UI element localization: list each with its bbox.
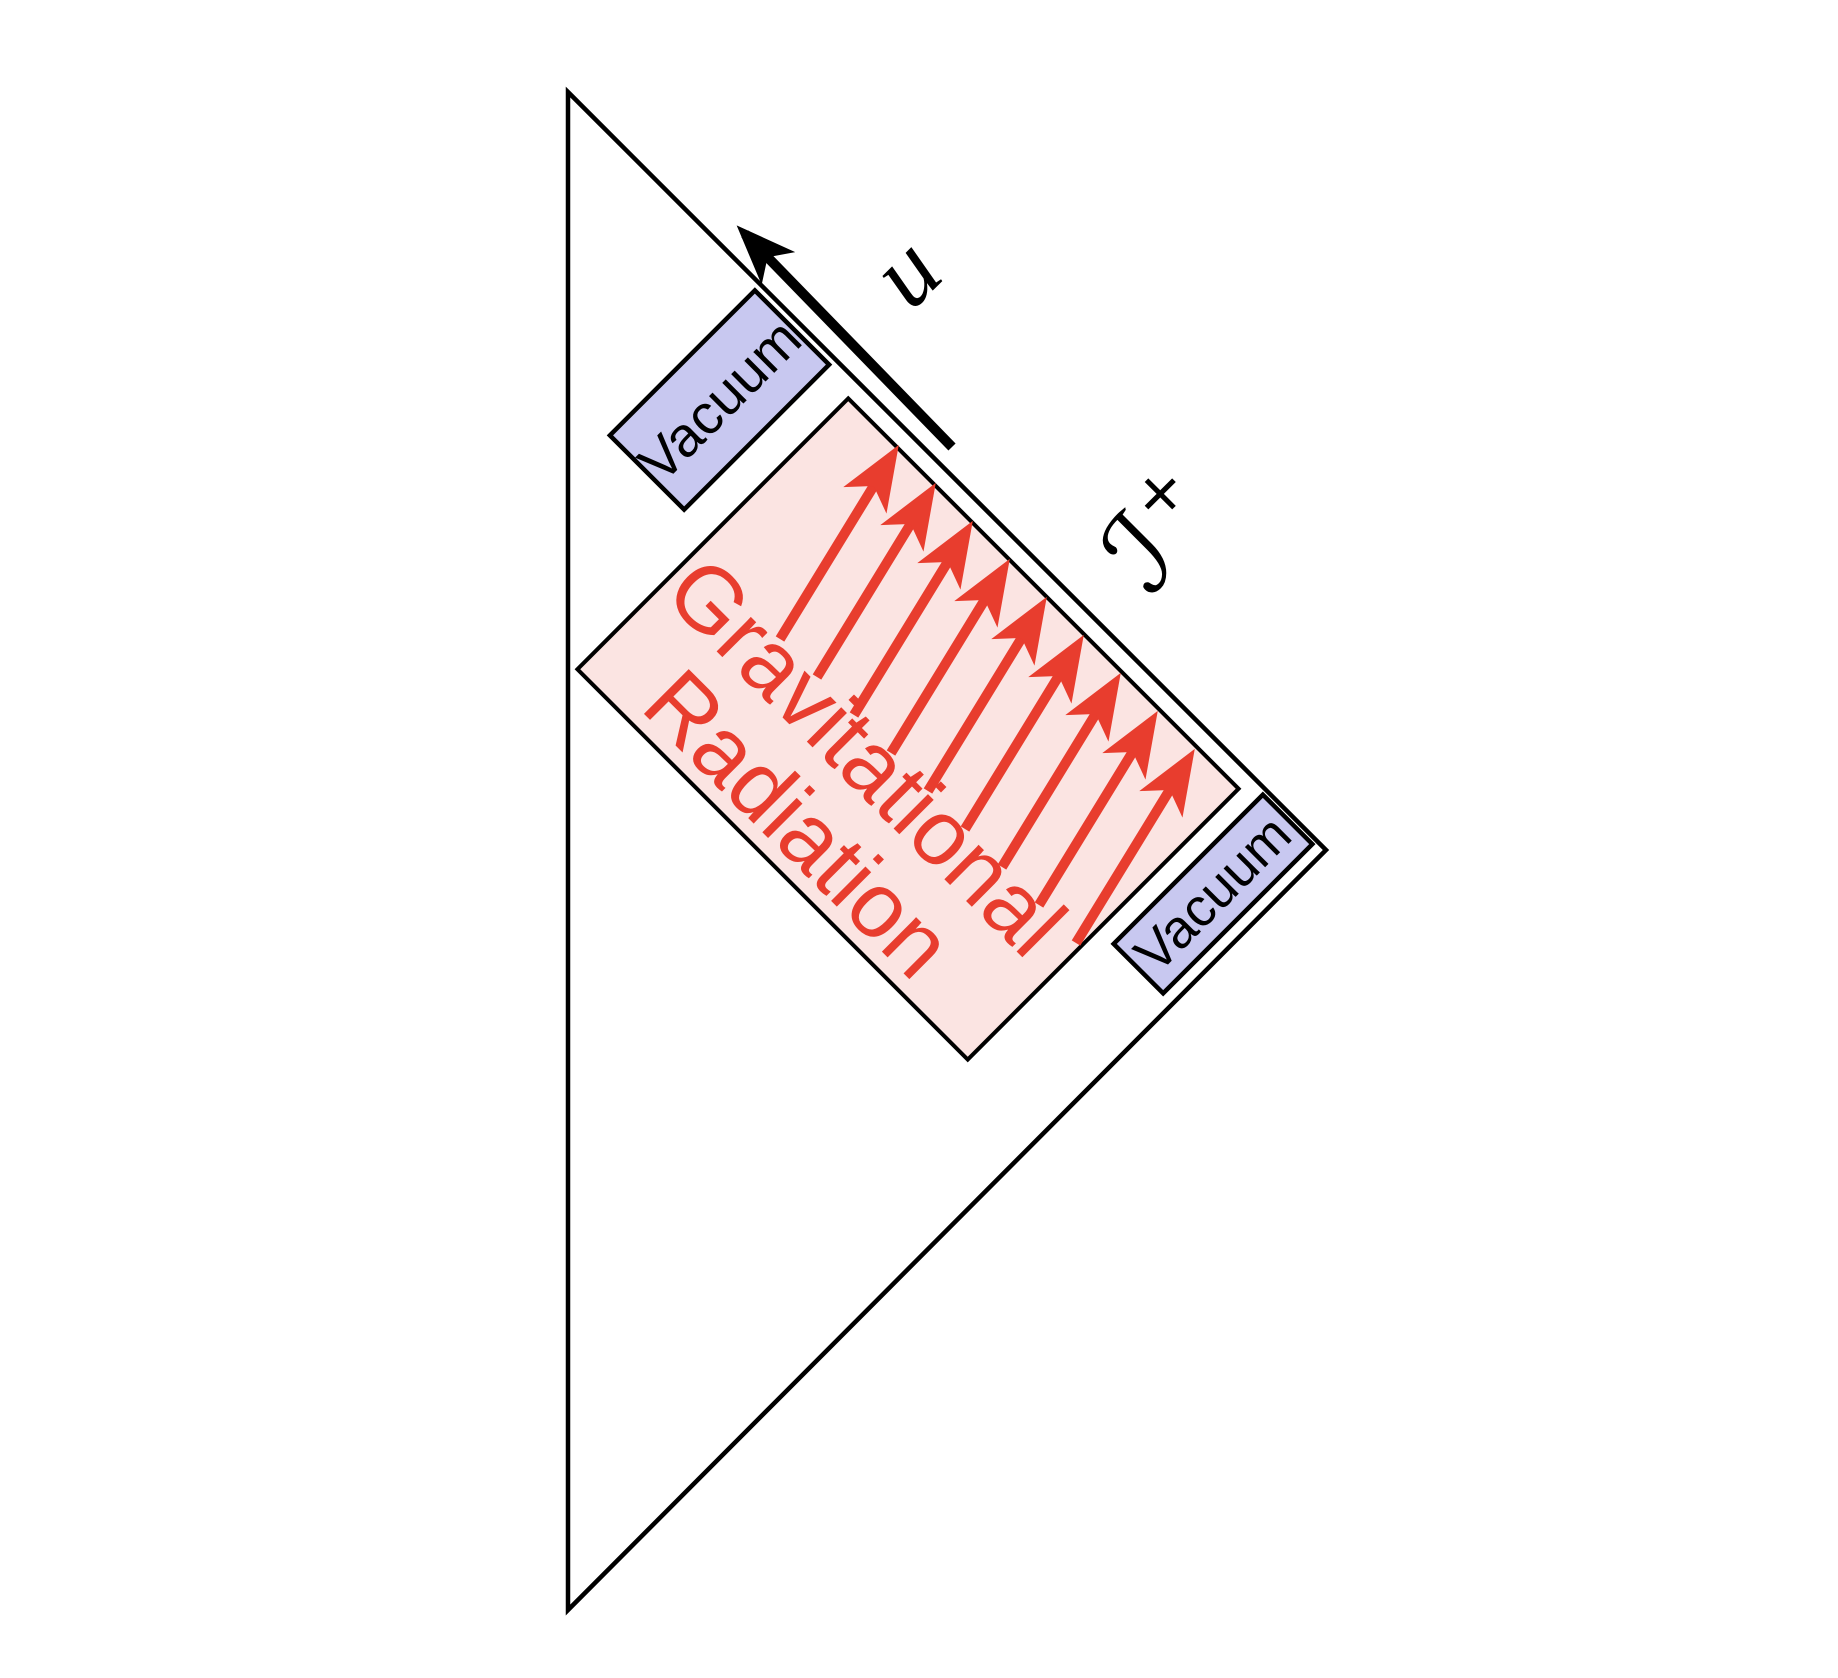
vacuum-region-upper — [606, 287, 833, 513]
u-axis-arrow-shaft — [736, 225, 956, 451]
radiation-arrow-6 — [960, 634, 1084, 832]
radiation-arrow-1 — [775, 444, 899, 642]
radiation-arrow-7 — [997, 672, 1121, 870]
radiation-arrow-group — [775, 444, 1195, 946]
radiation-arrow-2 — [812, 482, 936, 680]
u-axis-arrow — [736, 225, 956, 451]
radiation-arrow-9 — [1071, 748, 1195, 946]
vacuum-region-lower — [1110, 791, 1316, 997]
u-axis-label: u — [848, 214, 962, 328]
radiation-arrow-8 — [1034, 710, 1158, 908]
radiation-arrow-3 — [849, 520, 973, 718]
radiation-arrow-5 — [923, 596, 1047, 794]
radiation-arrow-4 — [886, 558, 1010, 756]
scri-plus-label: ℐ+ — [1075, 448, 1243, 616]
